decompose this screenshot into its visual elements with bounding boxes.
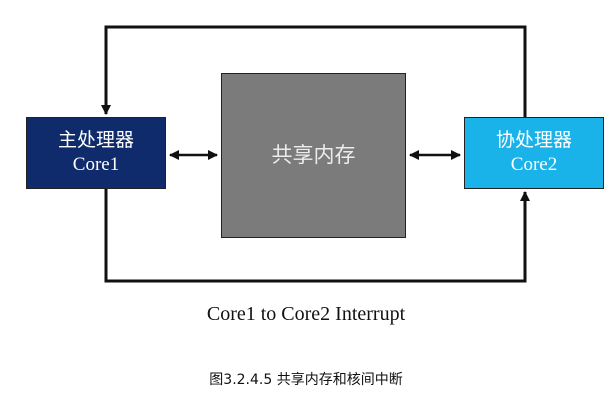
- top-loop-connector: [101, 25, 527, 117]
- interrupt-connector: [104, 189, 530, 283]
- co-processor-subtitle: Core2: [510, 154, 558, 175]
- shared-memory-box: 共享内存: [221, 73, 406, 238]
- co-processor-box: 协处理器 Core2: [464, 117, 604, 189]
- main-processor-box: 主处理器 Core1: [26, 117, 166, 189]
- co-processor-title: 协处理器: [495, 129, 572, 152]
- main-processor-title: 主处理器: [57, 129, 134, 152]
- main-processor-subtitle: Core1: [72, 154, 120, 175]
- interrupt-label: Core1 to Core2 Interrupt: [206, 303, 406, 325]
- shared-memory-title: 共享内存: [271, 142, 356, 167]
- figure-caption: 图3.2.4.5 共享内存和核间中断: [209, 372, 403, 388]
